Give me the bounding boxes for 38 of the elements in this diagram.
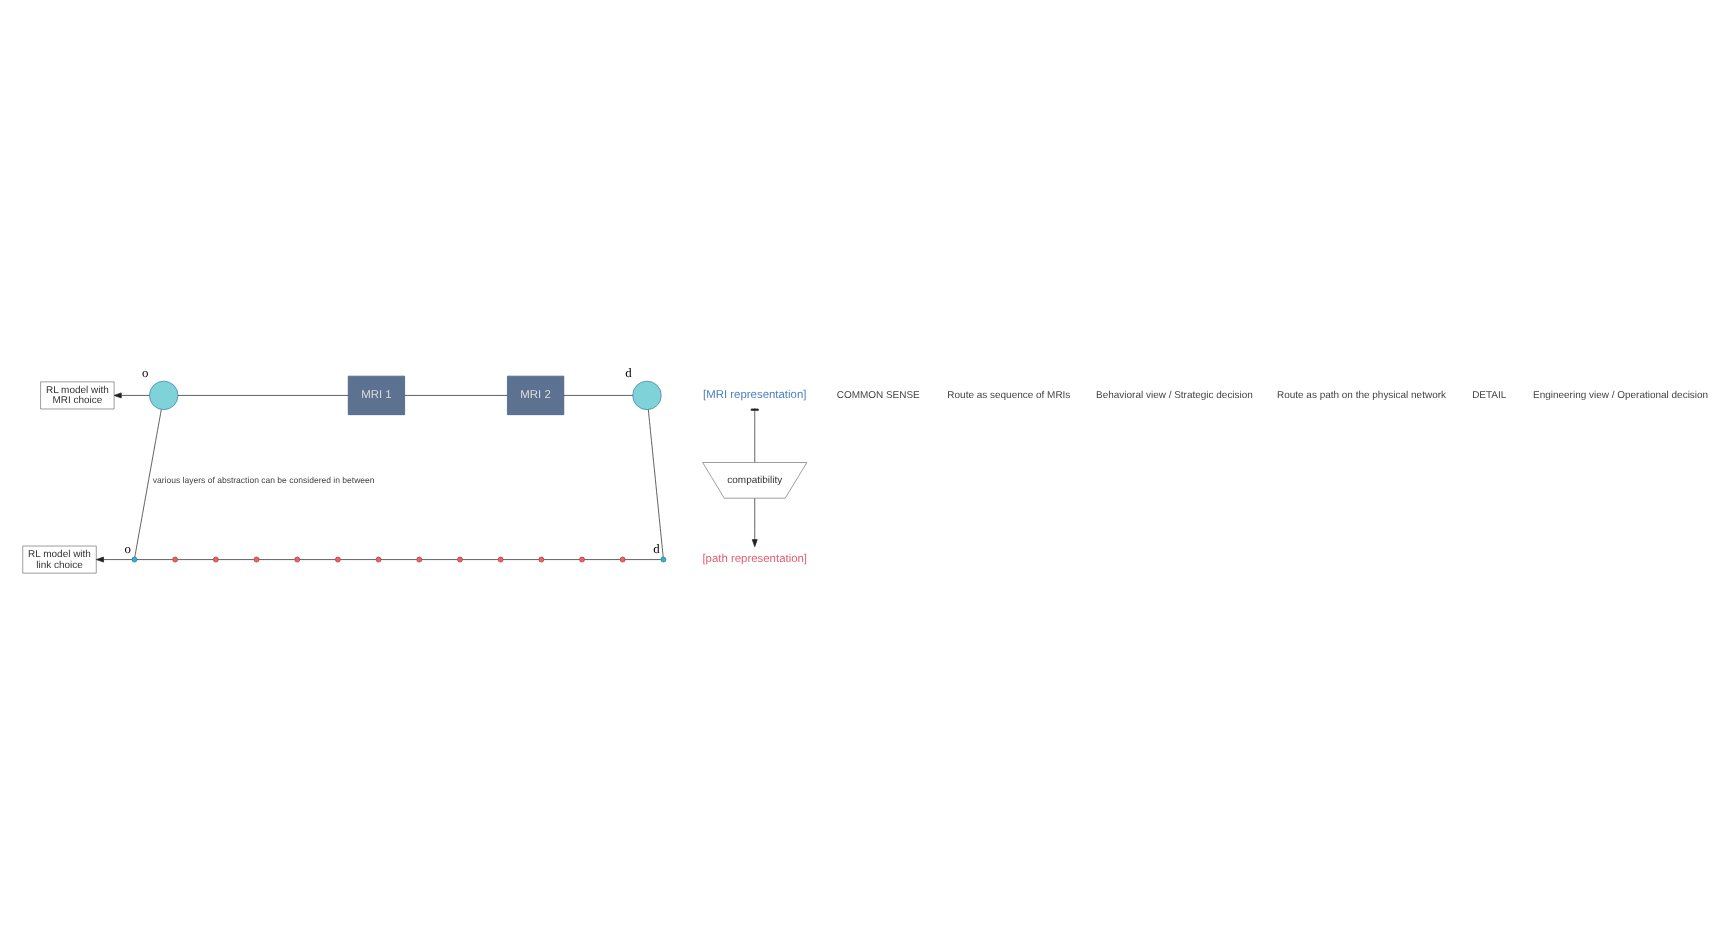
node-circle bbox=[619, 556, 626, 563]
node-circle bbox=[457, 556, 463, 563]
node-circle bbox=[632, 380, 662, 411]
connector bbox=[177, 395, 349, 396]
connector bbox=[380, 559, 417, 560]
connector bbox=[404, 395, 508, 396]
connector bbox=[177, 559, 214, 560]
node-circle bbox=[335, 556, 341, 563]
node-circle bbox=[294, 556, 301, 563]
connector bbox=[543, 559, 580, 560]
connector bbox=[340, 559, 377, 560]
connector bbox=[502, 559, 539, 560]
connector bbox=[136, 559, 173, 560]
connector bbox=[648, 409, 664, 558]
node-circle bbox=[212, 556, 219, 563]
connector bbox=[218, 559, 255, 560]
connector bbox=[624, 559, 662, 560]
connector bbox=[421, 559, 458, 560]
arrow bbox=[751, 497, 758, 548]
connector bbox=[750, 407, 759, 463]
node-circle bbox=[375, 556, 382, 563]
node-circle bbox=[497, 556, 504, 563]
connector bbox=[134, 409, 162, 558]
connector bbox=[258, 559, 295, 560]
connector bbox=[584, 559, 621, 560]
node-circle bbox=[149, 380, 179, 411]
arrow bbox=[96, 556, 133, 563]
connector bbox=[299, 559, 336, 560]
node-circle bbox=[131, 556, 138, 563]
connector bbox=[462, 559, 499, 560]
node-circle bbox=[253, 556, 260, 563]
connector bbox=[563, 395, 634, 396]
node-circle bbox=[416, 556, 423, 563]
node-circle bbox=[538, 556, 545, 563]
node-circle bbox=[579, 556, 585, 563]
node-circle bbox=[172, 556, 178, 563]
arrow bbox=[113, 392, 150, 399]
node-circle bbox=[660, 556, 667, 563]
